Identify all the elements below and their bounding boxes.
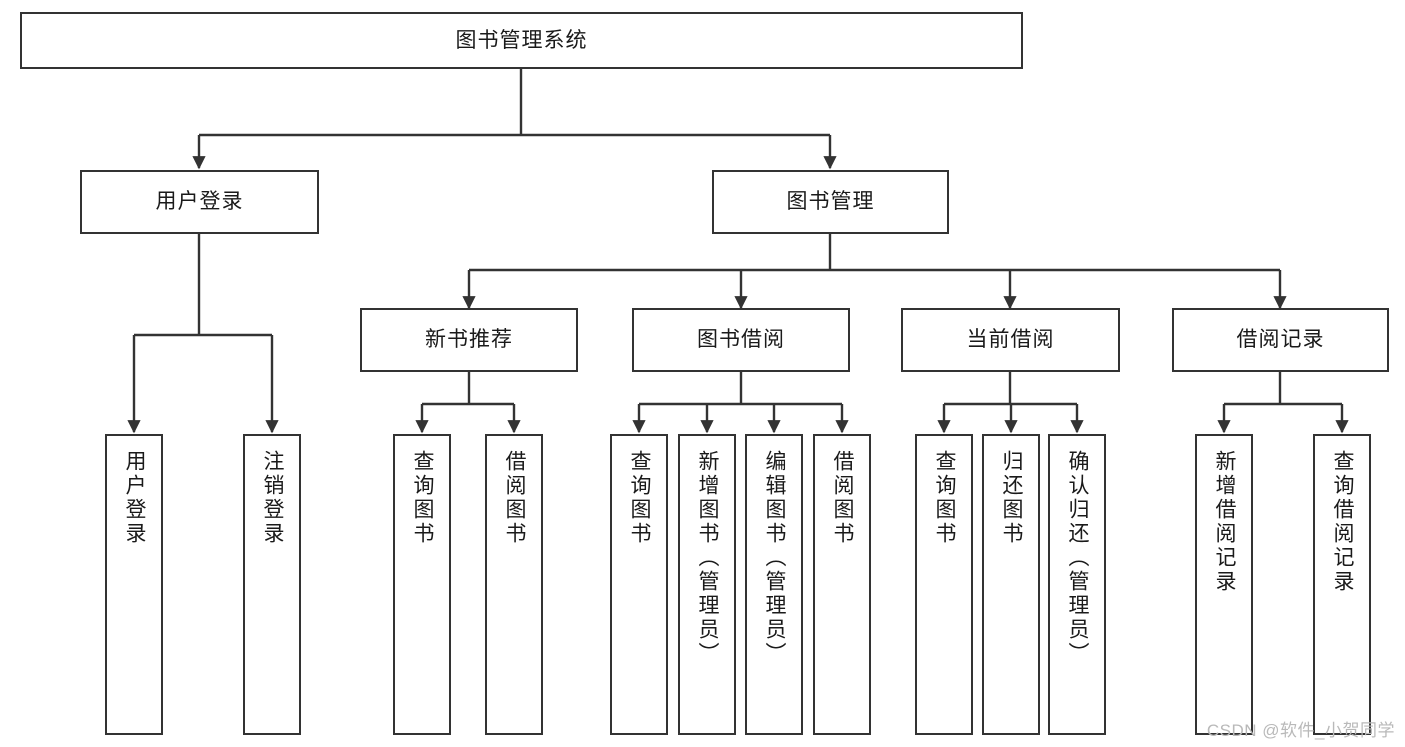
node-book-borrow-label: 图书借阅: [697, 328, 785, 352]
leaf-logout-label: 注销登录: [261, 450, 285, 546]
leaf-query-book-1[interactable]: 查询图书: [393, 434, 451, 735]
leaf-add-record[interactable]: 新增借阅记录: [1195, 434, 1253, 735]
leaf-borrow-book-2-label: 借阅图书: [831, 450, 855, 546]
leaf-return-book[interactable]: 归还图书: [982, 434, 1040, 735]
node-current-borrow-label: 当前借阅: [966, 328, 1055, 352]
node-new-book-rec-label: 新书推荐: [425, 328, 513, 352]
leaf-confirm-return[interactable]: 确认归还（管理员）: [1048, 434, 1106, 735]
node-user-login[interactable]: 用户登录: [80, 170, 319, 234]
node-borrow-record-label: 借阅记录: [1236, 328, 1325, 352]
leaf-borrow-book-2[interactable]: 借阅图书: [813, 434, 871, 735]
leaf-borrow-book-1[interactable]: 借阅图书: [485, 434, 543, 735]
node-root-label: 图书管理系统: [455, 28, 588, 52]
node-borrow-record[interactable]: 借阅记录: [1172, 308, 1389, 372]
node-book-manage-label: 图书管理: [786, 190, 875, 214]
leaf-query-record[interactable]: 查询借阅记录: [1313, 434, 1371, 735]
leaf-confirm-return-label: 确认归还（管理员）: [1066, 450, 1090, 666]
leaf-logout[interactable]: 注销登录: [243, 434, 301, 735]
leaf-query-book-1-label: 查询图书: [411, 450, 435, 546]
leaf-add-book[interactable]: 新增图书（管理员）: [678, 434, 736, 735]
leaf-edit-book[interactable]: 编辑图书（管理员）: [745, 434, 803, 735]
node-current-borrow[interactable]: 当前借阅: [901, 308, 1120, 372]
leaf-return-book-label: 归还图书: [1000, 450, 1024, 546]
node-user-login-label: 用户登录: [155, 190, 244, 214]
leaf-query-record-label: 查询借阅记录: [1331, 450, 1355, 594]
node-book-manage[interactable]: 图书管理: [712, 170, 949, 234]
leaf-query-book-2-label: 查询图书: [628, 450, 652, 546]
leaf-query-book-3[interactable]: 查询图书: [915, 434, 973, 735]
leaf-query-book-2[interactable]: 查询图书: [610, 434, 668, 735]
leaf-query-book-3-label: 查询图书: [933, 450, 957, 546]
leaf-add-book-label: 新增图书（管理员）: [696, 450, 720, 666]
leaf-borrow-book-1-label: 借阅图书: [503, 450, 527, 546]
leaf-add-record-label: 新增借阅记录: [1213, 450, 1237, 594]
leaf-edit-book-label: 编辑图书（管理员）: [763, 450, 787, 666]
watermark: CSDN @软件_小贺同学: [1206, 721, 1395, 740]
leaf-user-login[interactable]: 用户登录: [105, 434, 163, 735]
node-book-borrow[interactable]: 图书借阅: [632, 308, 850, 372]
leaf-user-login-label: 用户登录: [123, 450, 147, 546]
node-root[interactable]: 图书管理系统: [20, 12, 1023, 69]
node-new-book-rec[interactable]: 新书推荐: [360, 308, 578, 372]
